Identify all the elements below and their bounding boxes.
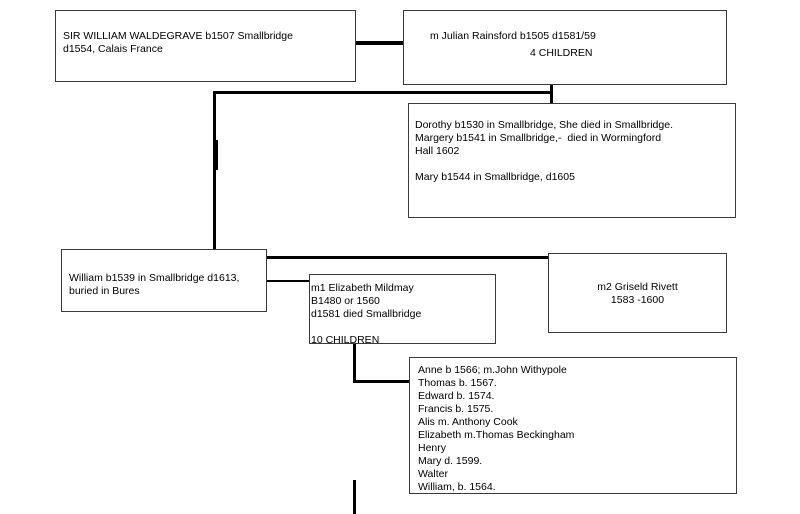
connector-william-to-griseld <box>266 256 549 259</box>
person-box-william: William b1539 in Smallbridge d1613, buri… <box>61 249 267 312</box>
child-line-2: Thomas b. 1567. <box>418 377 497 389</box>
connector-gap-stub <box>214 140 218 170</box>
child-line-5: Alis m. Anthony Cook <box>418 416 518 428</box>
julian-line-1: m Julian Rainsford b1505 d1581/59 <box>430 30 596 42</box>
connector-elizabeth-to-children <box>353 380 409 383</box>
connector-left-vertical <box>213 91 216 249</box>
elizabeth-line-2: B1480 or 1560 <box>311 295 380 307</box>
child-line-9: Walter <box>418 468 448 480</box>
connector-julian-down <box>550 84 553 104</box>
daughters-line-3: Hall 1602 <box>415 145 460 157</box>
child-line-7: Henry <box>418 442 447 454</box>
child-line-1: Anne b 1566; m.John Withypole <box>418 364 567 376</box>
person-box-sir-william: SIR WILLIAM WALDEGRAVE b1507 Smallbridge… <box>55 10 356 82</box>
child-line-4: Francis b. 1575. <box>418 403 494 415</box>
spouse-box-griseld: m2 Griseld Rivett 1583 -1600 <box>548 253 727 333</box>
griseld-line-2: 1583 -1600 <box>610 294 665 306</box>
william-line-1: William b1539 in Smallbridge d1613, <box>69 272 240 284</box>
griseld-line-1: m2 Griseld Rivett <box>597 281 678 293</box>
william-line-2: buried in Bures <box>69 285 140 297</box>
person-box-julian: m Julian Rainsford b1505 d1581/59 4 CHIL… <box>403 10 727 85</box>
spouse-box-elizabeth: m1 Elizabeth Mildmay B1480 or 1560 d1581… <box>309 274 496 346</box>
elizabeth-line-4 <box>311 321 495 334</box>
children-box-daughters: Dorothy b1530 in Smallbridge, She died i… <box>408 103 736 218</box>
child-line-3: Edward b. 1574. <box>418 390 495 402</box>
daughters-line-1: Dorothy b1530 in Smallbridge, She died i… <box>415 119 673 131</box>
daughters-line-4 <box>415 158 735 171</box>
sir-william-line-1: SIR WILLIAM WALDEGRAVE b1507 Smallbridge <box>63 30 293 42</box>
julian-line-2: 4 CHILDREN <box>530 47 593 59</box>
elizabeth-line-1: m1 Elizabeth Mildmay <box>311 282 414 294</box>
sir-william-line-2: d1554, Calais France <box>63 43 163 55</box>
elizabeth-line-5: 10 CHILDREN <box>311 334 380 346</box>
connector-sir-to-julian <box>355 41 403 45</box>
children-box-williams-children: Anne b 1566; m.John Withypole Thomas b. … <box>409 357 737 494</box>
connector-elizabeth-down <box>353 343 356 383</box>
child-line-8: Mary d. 1599. <box>418 455 483 467</box>
connector-family-horizontal <box>213 91 553 94</box>
elizabeth-line-3: d1581 died Smallbridge <box>311 308 422 320</box>
connector-william-to-elizabeth <box>266 280 310 282</box>
daughters-line-5: Mary b1544 in Smallbridge, d1605 <box>415 171 575 183</box>
daughters-line-2: Margery b1541 in Smallbridge,- died in W… <box>415 132 662 144</box>
connector-children-down <box>353 480 356 514</box>
child-line-6: Elizabeth m.Thomas Beckingham <box>418 429 575 441</box>
child-line-10: William, b. 1564. <box>418 481 496 493</box>
